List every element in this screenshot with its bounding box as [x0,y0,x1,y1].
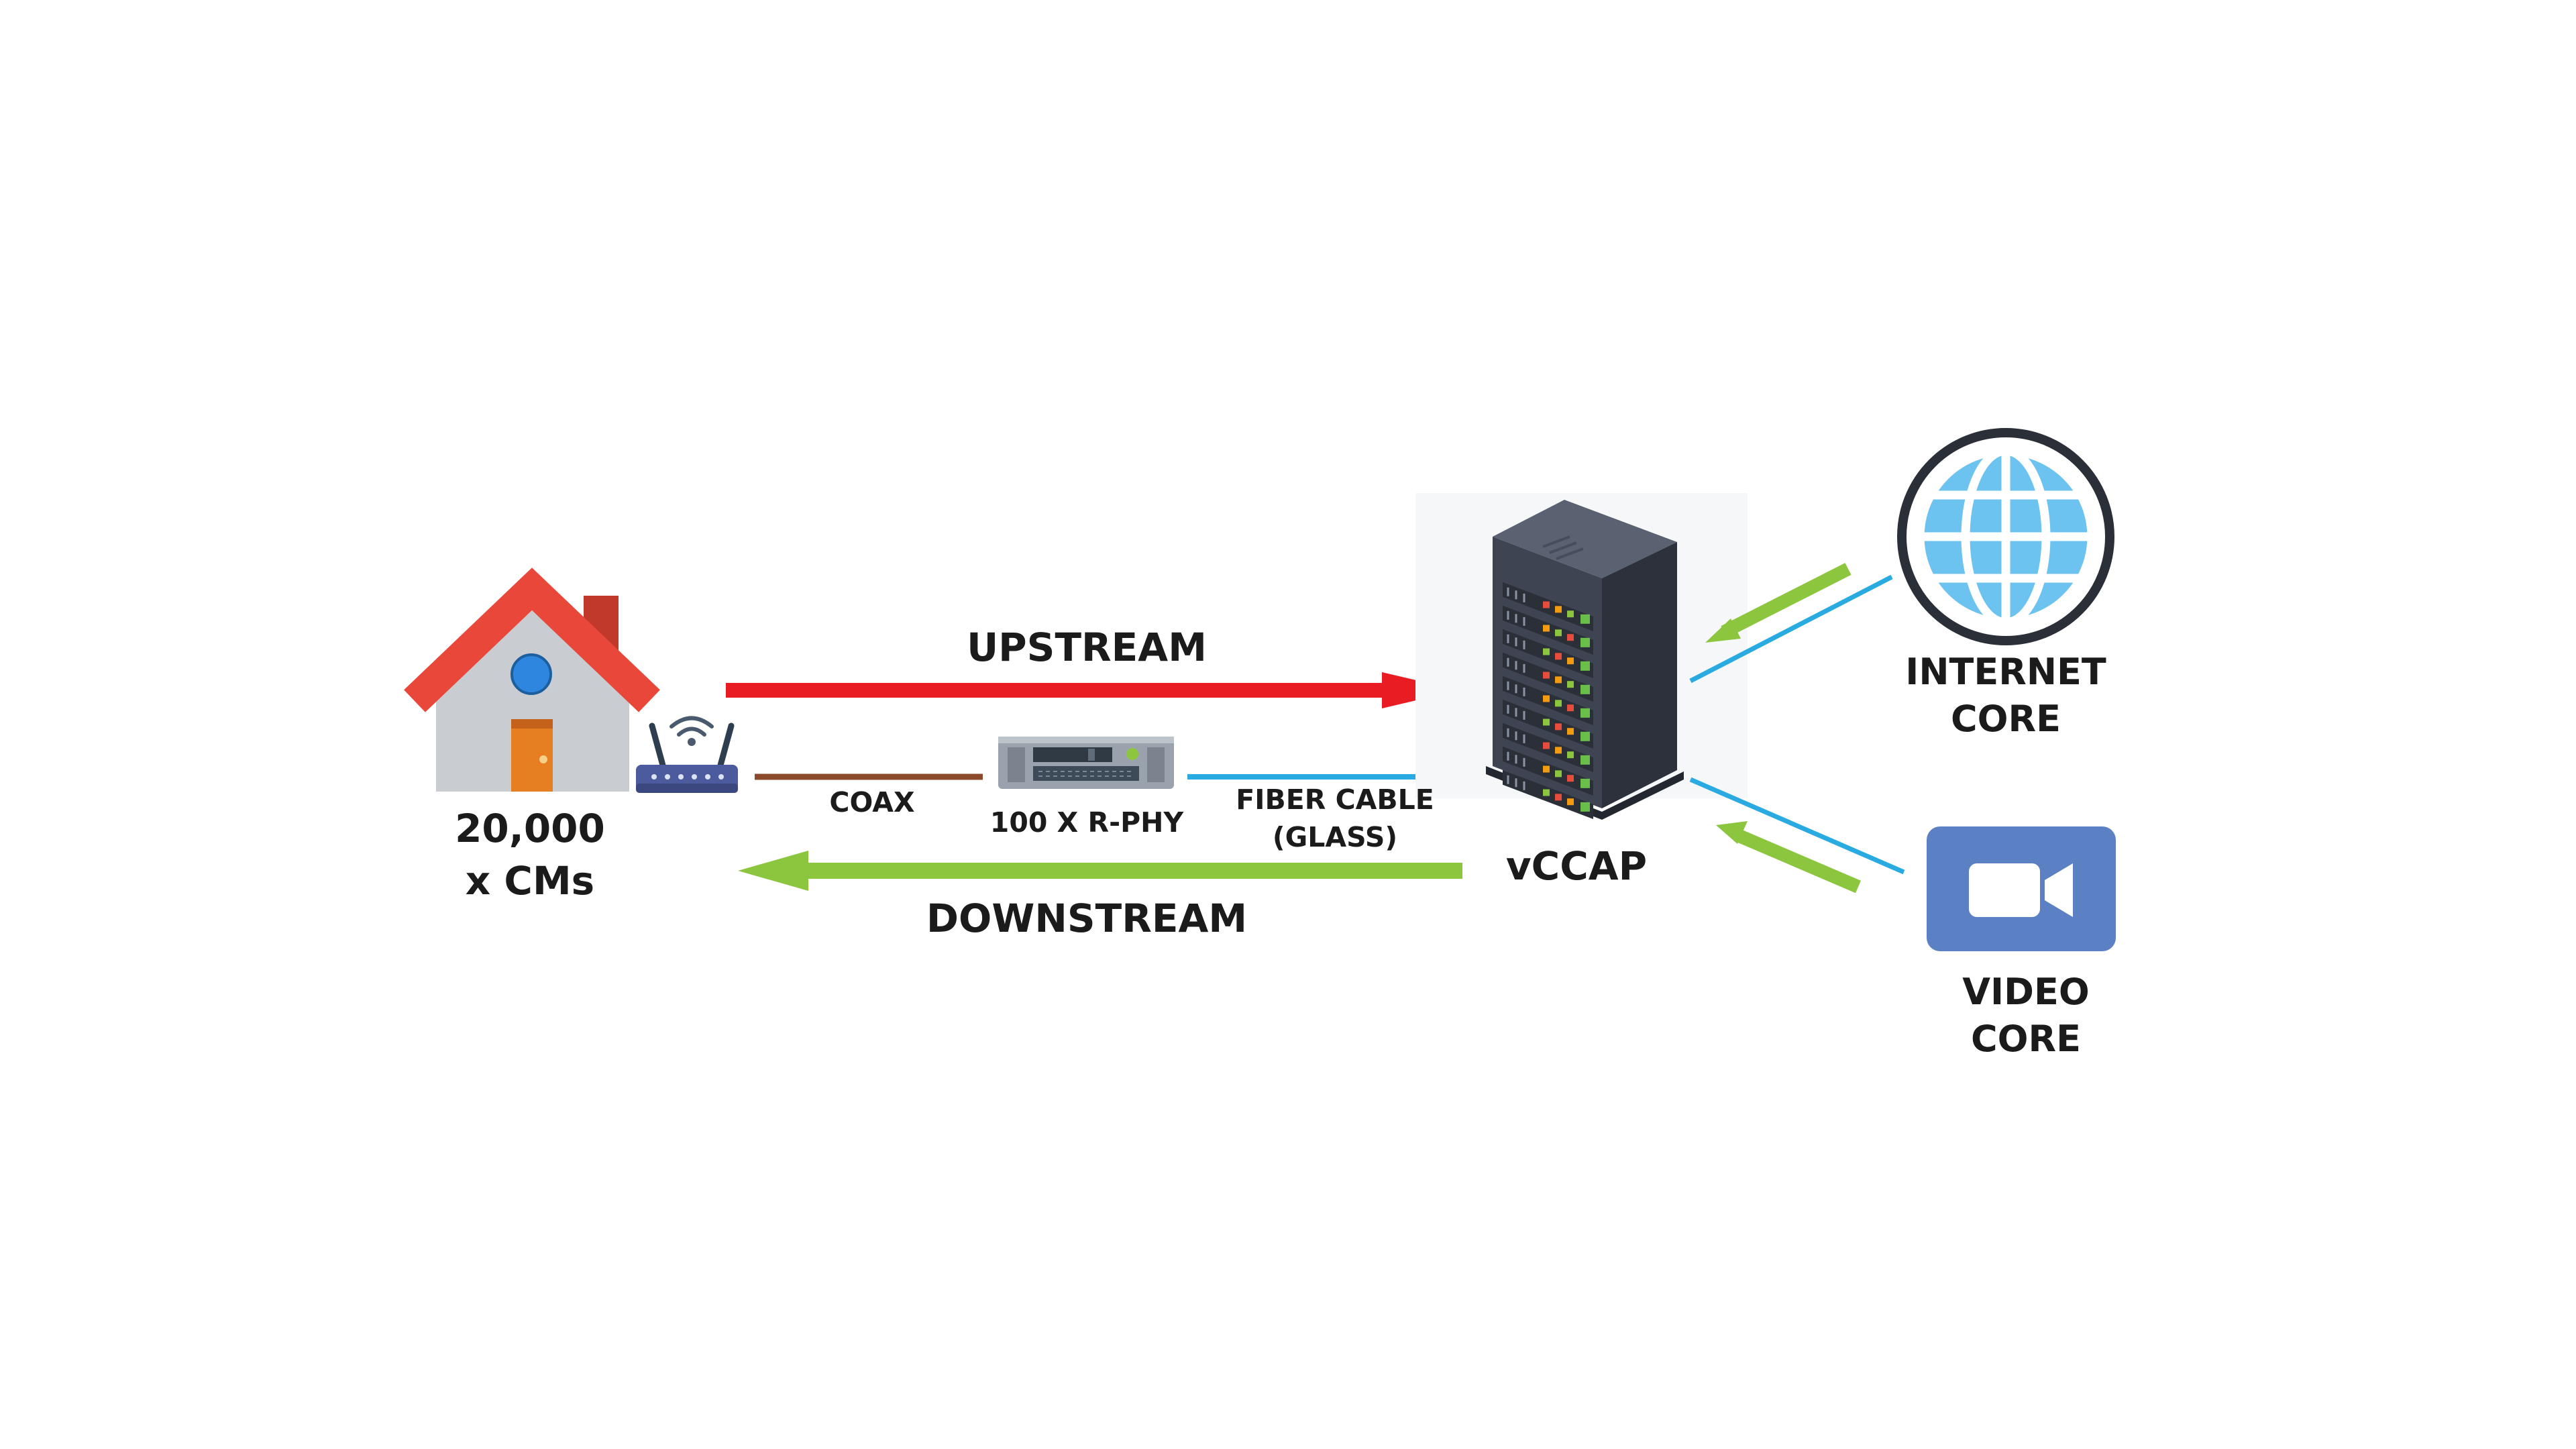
video-core-links [1689,777,1905,894]
video-camera-icon [1927,826,2116,951]
server-status-led [1567,798,1574,806]
downstream-label: DOWNSTREAM [926,896,1248,941]
globe-icon [1897,428,2114,645]
internet-core-line1: INTERNET [1905,651,2106,693]
house-icon [404,568,660,792]
internet-core-line2: CORE [1950,698,2061,740]
internet-core-links [1689,563,1893,684]
cms-count-line1: 20,000 [455,806,605,851]
cms-count-label: 20,000 x CMs [443,802,617,907]
server-status-led [1543,695,1550,702]
video-core-line2: CORE [1970,1018,2081,1060]
server-status-led [1543,672,1550,679]
server-drive-indicator [1580,661,1590,671]
server-drive-indicator [1580,778,1590,788]
video-core-label: VIDEO CORE [1919,969,2133,1063]
server-status-led [1543,625,1550,632]
fiber-cable-line1: FIBER CABLE [1236,784,1434,816]
server-status-led [1567,610,1574,618]
server-drive-indicator [1580,802,1590,812]
server-status-led [1543,648,1550,655]
server-status-led [1555,629,1562,637]
server-drive-indicator [1580,614,1590,624]
fiber-cable-label: FIBER CABLE (GLASS) [1221,781,1449,856]
coax-label: COAX [829,786,915,818]
server-status-led [1567,751,1574,759]
rphy-label: 100 X R-PHY [989,806,1184,839]
wifi-router-icon [636,716,738,793]
rphy-node-icon [998,737,1174,789]
server-status-led [1543,765,1550,773]
server-status-led [1555,770,1562,777]
server-status-led [1567,681,1574,688]
server-status-led [1567,775,1574,782]
server-status-led [1555,653,1562,660]
server-status-led [1567,704,1574,712]
server-status-led [1543,742,1550,749]
server-drive-indicator [1580,684,1590,694]
server-status-led [1555,723,1562,731]
server-status-led [1567,657,1574,665]
upstream-label: UPSTREAM [967,625,1207,670]
server-status-led [1543,601,1550,608]
server-status-led [1567,634,1574,641]
vccap-label: vCCAP [1505,843,1648,889]
downstream-arrow [738,851,1462,891]
internet-core-label: INTERNET CORE [1898,649,2113,743]
cms-count-line2: x CMs [465,858,595,904]
server-drive-indicator [1580,637,1590,647]
server-status-led [1555,700,1562,707]
server-status-led [1543,789,1550,796]
server-status-led [1555,794,1562,801]
server-drive-indicator [1580,731,1590,741]
server-status-led [1555,676,1562,684]
server-status-led [1555,747,1562,754]
server-drive-indicator [1580,755,1590,765]
fiber-cable-line2: (GLASS) [1272,821,1398,853]
server-status-led [1543,718,1550,726]
server-drive-indicator [1580,708,1590,718]
server-rack-icon [1415,493,1748,820]
server-status-led [1555,606,1562,613]
server-status-led [1567,728,1574,735]
video-core-line1: VIDEO [1962,971,2090,1013]
